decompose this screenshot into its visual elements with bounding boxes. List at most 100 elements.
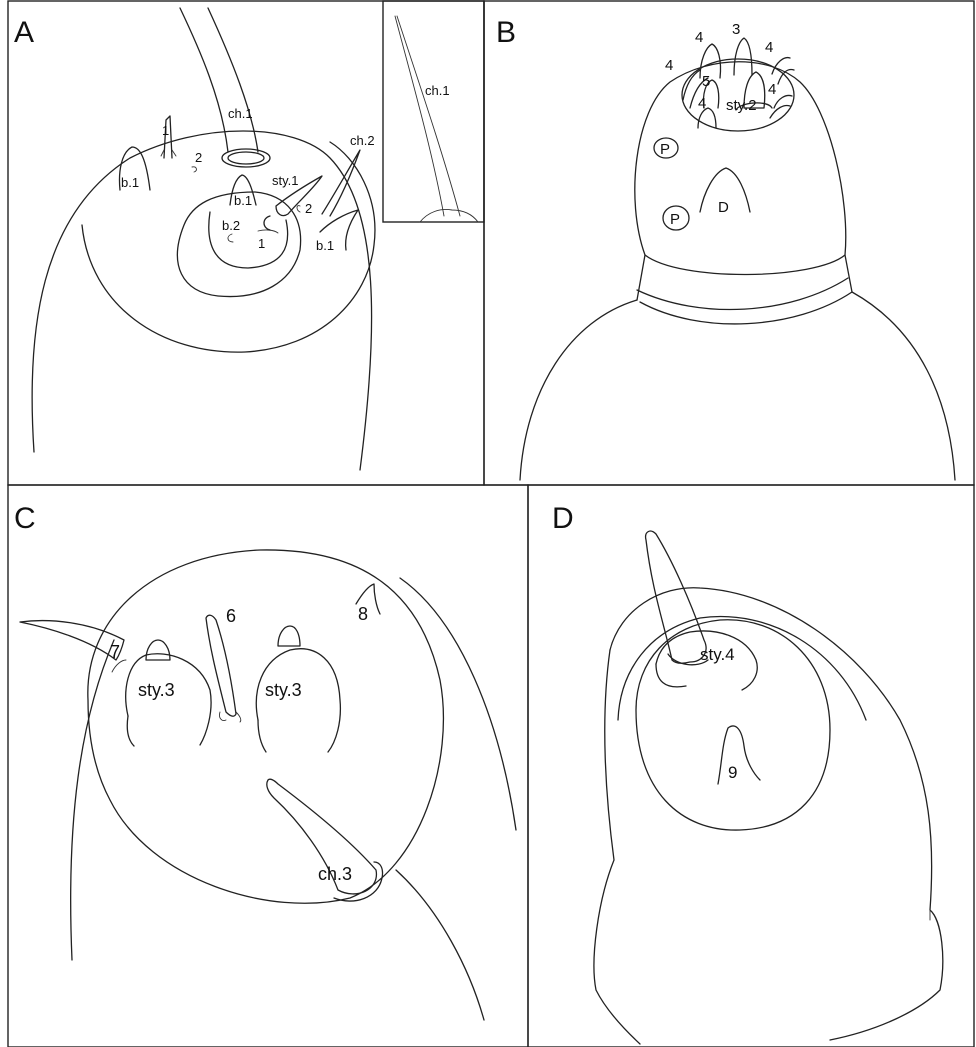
panel-b-seta-4-right2 [777, 68, 795, 85]
panel-b-p-organ-lower [662, 205, 690, 231]
panel-a-label-ch2: ch.2 [350, 133, 375, 148]
panel-c-letter: C [14, 502, 36, 535]
panel-d-sty4-papilla [655, 630, 758, 691]
panel-b-label-4-b: 4 [765, 39, 773, 56]
panel-a-organ-1 [257, 229, 279, 234]
panel-a-inset-base [419, 209, 479, 223]
panel-a-chaeta-1-left [179, 7, 229, 153]
panel-c-label-7: 7 [110, 642, 120, 662]
panel-b-stylet-2 [743, 71, 766, 109]
panel-b-seta-4-br2 [769, 104, 791, 119]
panel-b-seta-4-bottom [697, 107, 717, 129]
panel-b-seta-4-br [773, 94, 793, 109]
panel-a-label-b1-right: b.1 [316, 238, 334, 253]
panel-b-label-4-d: 4 [698, 95, 706, 112]
panel-d-body-left [593, 649, 641, 1045]
panel-a-chaeta-1-socket [221, 148, 271, 168]
panel-b-collar-lower [639, 291, 853, 325]
panel-a-stylet-1-base [263, 215, 271, 231]
panel-b-label-p-upper: P [660, 141, 670, 158]
panel-c: C sty.3 sty.3 6 7 8 ch.3 [7, 484, 529, 1047]
panel-a-b1-left-papilla [118, 146, 151, 191]
panel-a-frame [7, 0, 485, 486]
panel-d-frame [527, 484, 975, 1047]
panel-b-d-organ [699, 167, 751, 213]
panel-b-body-left [519, 299, 638, 481]
panel-a-b1-center-papilla [229, 174, 257, 206]
panel-c-body-right-outer [399, 577, 517, 831]
panel-b-label-d: D [718, 199, 729, 216]
panel-c-head-oval [87, 549, 445, 904]
panel-a-seta-2 [191, 166, 197, 173]
panel-d-letter: D [552, 502, 574, 535]
panel-d: D sty.4 9 [527, 484, 975, 1047]
panel-d-sty4-collar [667, 653, 709, 666]
panel-d-label-sty4: sty.4 [700, 645, 735, 664]
panel-c-chaeta-7-base [111, 659, 127, 673]
panel-a-inset-chaeta-right [396, 15, 461, 217]
panel-b-label-4-e: 4 [768, 81, 776, 98]
panel-a-oral-inner [208, 211, 289, 269]
panel-a-oral-field [176, 191, 302, 298]
panel-d-organ-9 [717, 725, 761, 785]
panel-c-label-6: 6 [226, 606, 236, 626]
panel-c-body-left [70, 639, 115, 961]
panel-c-seta-6-base [219, 711, 242, 723]
panel-a-label-ch1-inset: ch.1 [425, 83, 450, 98]
panel-a-label-2-top: 2 [195, 150, 202, 165]
panel-d-body-outer [609, 587, 944, 1041]
panel-c-chaeta-7 [19, 619, 125, 661]
panel-b-label-sty2: sty.2 [726, 97, 757, 114]
panel-a-letter: A [14, 16, 34, 49]
panel-b-seta-4-right [771, 56, 791, 75]
panel-c-label-ch3: ch.3 [318, 864, 352, 884]
panel-a-chaeta-1-socket-inner [227, 151, 265, 165]
panel-a-stylet-1 [275, 175, 323, 217]
panel-a-chaeta-2 [321, 149, 361, 217]
panel-b-label-4-c: 4 [665, 57, 673, 74]
panel-a-seta-right-2 [296, 205, 301, 213]
panel-b-head-cone [634, 61, 847, 276]
panel-b-seta-4-tl [682, 69, 701, 101]
panel-b-label-5: 5 [702, 73, 710, 90]
panel-a-label-b1-center: b.1 [234, 193, 252, 208]
panel-a-label-1-top: 1 [162, 123, 169, 138]
panel-b-label-3: 3 [732, 21, 740, 38]
panel-a-b2 [227, 233, 234, 243]
panel-a-head-disc [81, 141, 376, 353]
panel-d-sty4-base [655, 663, 687, 688]
panel-a-b1-right-papilla [319, 209, 359, 251]
panel-a-inset-chaeta-left [394, 15, 445, 217]
panel-b-seta-5 [702, 79, 720, 109]
panel-b-frame [483, 0, 975, 486]
panel-b-collar-left [636, 254, 646, 301]
panel-a-label-b1-left: b.1 [121, 175, 139, 190]
panel-b-seta-4-tl2 [689, 77, 709, 109]
panel-c-label-sty3-right: sty.3 [265, 680, 302, 700]
panel-c-sty3-left-papilla [125, 653, 212, 746]
panel-b-collar-upper [636, 277, 849, 311]
panel-a-label-1-center: 1 [258, 236, 265, 251]
panel-b-seta-4-top-left [699, 43, 722, 79]
panel-c-sty3-left-tip [145, 639, 171, 661]
panel-b-seta-3-top [733, 37, 753, 76]
panel-b-stylet-2-base [735, 102, 773, 111]
panel-d-sty4-spike [644, 530, 707, 664]
panel-c-chaeta-3-socket [333, 861, 384, 902]
panel-c-sty3-left-base [126, 715, 135, 747]
panel-b-p-organ-upper [653, 137, 679, 159]
panel-a-seta-1 [163, 115, 173, 159]
panel-c-seta-8 [355, 583, 381, 615]
panel-d-body-inner [617, 615, 867, 721]
panel-b-body-right [851, 291, 956, 481]
panel-c-sty3-right-tip [277, 625, 301, 647]
panel-c-label-8: 8 [358, 604, 368, 624]
panel-a-seta-1-base [160, 149, 177, 157]
panel-a-inset-frame [382, 0, 485, 223]
panel-b-label-p-lower: P [670, 211, 680, 228]
panel-a-label-2-right: 2 [305, 201, 312, 216]
panel-d-label-9: 9 [728, 763, 737, 782]
panel-c-frame [7, 484, 529, 1047]
panel-a-label-b2: b.2 [222, 218, 240, 233]
